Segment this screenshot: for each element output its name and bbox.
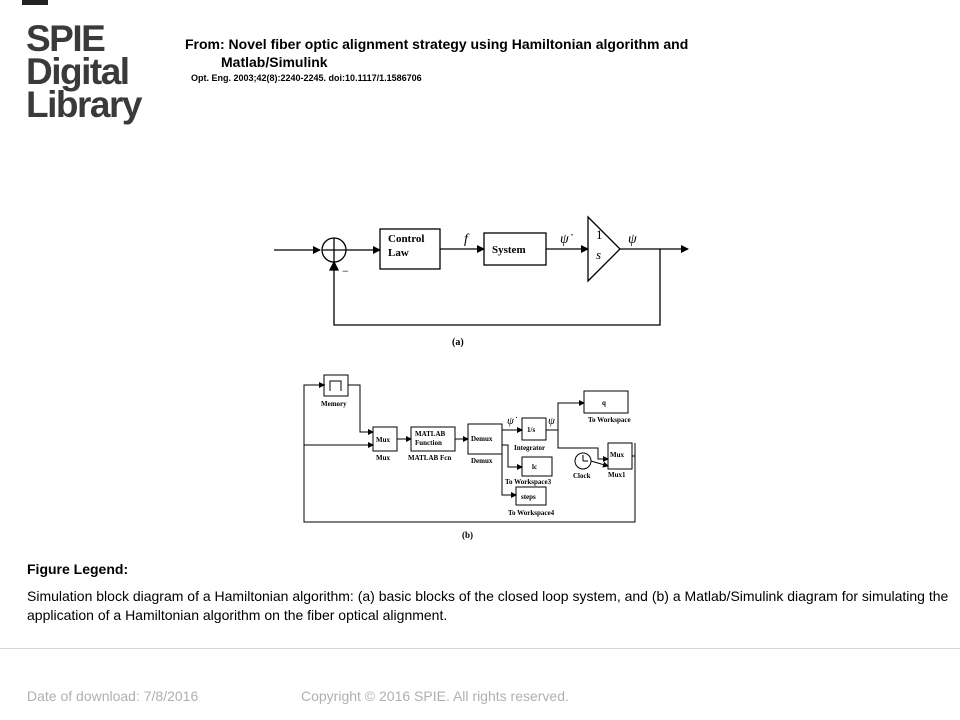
outer-feedback-loop bbox=[303, 442, 636, 523]
diagram-a bbox=[274, 215, 689, 326]
steps-label: To Workspace4 bbox=[508, 509, 555, 517]
lc-workspace-block bbox=[521, 456, 553, 477]
psi-dot-label: ψ̇ bbox=[560, 232, 573, 247]
caption-a: (a) bbox=[452, 337, 464, 348]
legend-text: Simulation block diagram of a Hamiltonia… bbox=[27, 588, 949, 623]
demux-label: Demux bbox=[471, 457, 493, 465]
psi-label: ψ bbox=[628, 232, 637, 247]
diagram-b bbox=[303, 374, 636, 523]
q-block-text: q bbox=[602, 399, 606, 407]
citation: Opt. Eng. 2003;42(8):2240-2245. doi:10.1… bbox=[191, 73, 422, 83]
article-title: From: Novel fiber optic alignment strate… bbox=[185, 35, 688, 71]
psi-b: ψ bbox=[548, 415, 555, 427]
lc-block-text: lc bbox=[532, 463, 537, 471]
mux1-label: Mux1 bbox=[608, 471, 626, 479]
diagram-b-labels: Memory Mux Mux MATLAB Function MATLAB Fc… bbox=[321, 399, 631, 540]
memory-label: Memory bbox=[321, 400, 347, 408]
demux-block bbox=[467, 423, 503, 455]
mux-label: Mux bbox=[376, 454, 391, 462]
lc-label: To Workspace3 bbox=[505, 478, 552, 486]
f-label: f bbox=[464, 232, 470, 247]
steps-block-text: steps bbox=[521, 493, 536, 501]
clock-label: Clock bbox=[573, 472, 591, 480]
memory-feed-line bbox=[303, 384, 325, 445]
feedback-path bbox=[333, 249, 661, 326]
copyright: Copyright © 2016 SPIE. All rights reserv… bbox=[301, 688, 569, 704]
q-workspace-block bbox=[583, 390, 629, 414]
top-bar bbox=[22, 0, 48, 5]
integrator-block-text: 1/s bbox=[527, 426, 535, 434]
control-law-line2: Law bbox=[388, 247, 409, 259]
matlab-fcn-text-1: MATLAB bbox=[415, 430, 446, 438]
system-label: System bbox=[492, 244, 526, 256]
memory-block bbox=[323, 374, 349, 397]
footer-divider bbox=[0, 648, 960, 649]
matlab-fcn-text-2: Function bbox=[415, 439, 442, 447]
mux1-block-text: Mux bbox=[610, 451, 625, 459]
diagram-a-labels: Control Law System f ψ̇ 1 s ψ − (a) bbox=[342, 227, 637, 348]
logo-line-2: Digital bbox=[26, 51, 130, 92]
memory-to-mux bbox=[348, 384, 374, 435]
mux-block-text: Mux bbox=[376, 436, 391, 444]
logo-line-1: SPIE bbox=[26, 18, 106, 59]
figure-block-diagrams: Control Law System f ψ̇ 1 s ψ − (a) bbox=[274, 215, 689, 540]
integrator-gain-block bbox=[587, 215, 621, 283]
integrator-block bbox=[521, 417, 547, 441]
logo-line-3: Library bbox=[26, 84, 142, 125]
minus-sign: − bbox=[342, 264, 349, 278]
demux-block-text: Demux bbox=[471, 435, 493, 443]
spie-digital-library-logo: SPIE Digital Library bbox=[26, 18, 142, 125]
article-title-line-1: From: Novel fiber optic alignment strate… bbox=[185, 36, 689, 52]
integrator-denominator: s bbox=[596, 247, 601, 262]
article-title-line-2: Matlab/Simulink bbox=[221, 54, 328, 70]
integrator-numerator: 1 bbox=[596, 227, 603, 242]
integrator-label: Integrator bbox=[514, 444, 545, 452]
psi-dot-b: ψ̇ bbox=[507, 415, 518, 427]
download-date: Date of download: 7/8/2016 bbox=[27, 688, 199, 704]
caption-b: (b) bbox=[462, 530, 473, 540]
steps-workspace-block bbox=[515, 486, 547, 506]
matlab-fcn-label: MATLAB Fcn bbox=[408, 454, 451, 462]
q-label: To Workspace bbox=[588, 416, 631, 424]
feedback-arrowhead bbox=[328, 260, 340, 271]
legend-title: Figure Legend: bbox=[27, 561, 129, 577]
control-law-line1: Control bbox=[388, 233, 424, 245]
memory-icon bbox=[329, 380, 342, 391]
